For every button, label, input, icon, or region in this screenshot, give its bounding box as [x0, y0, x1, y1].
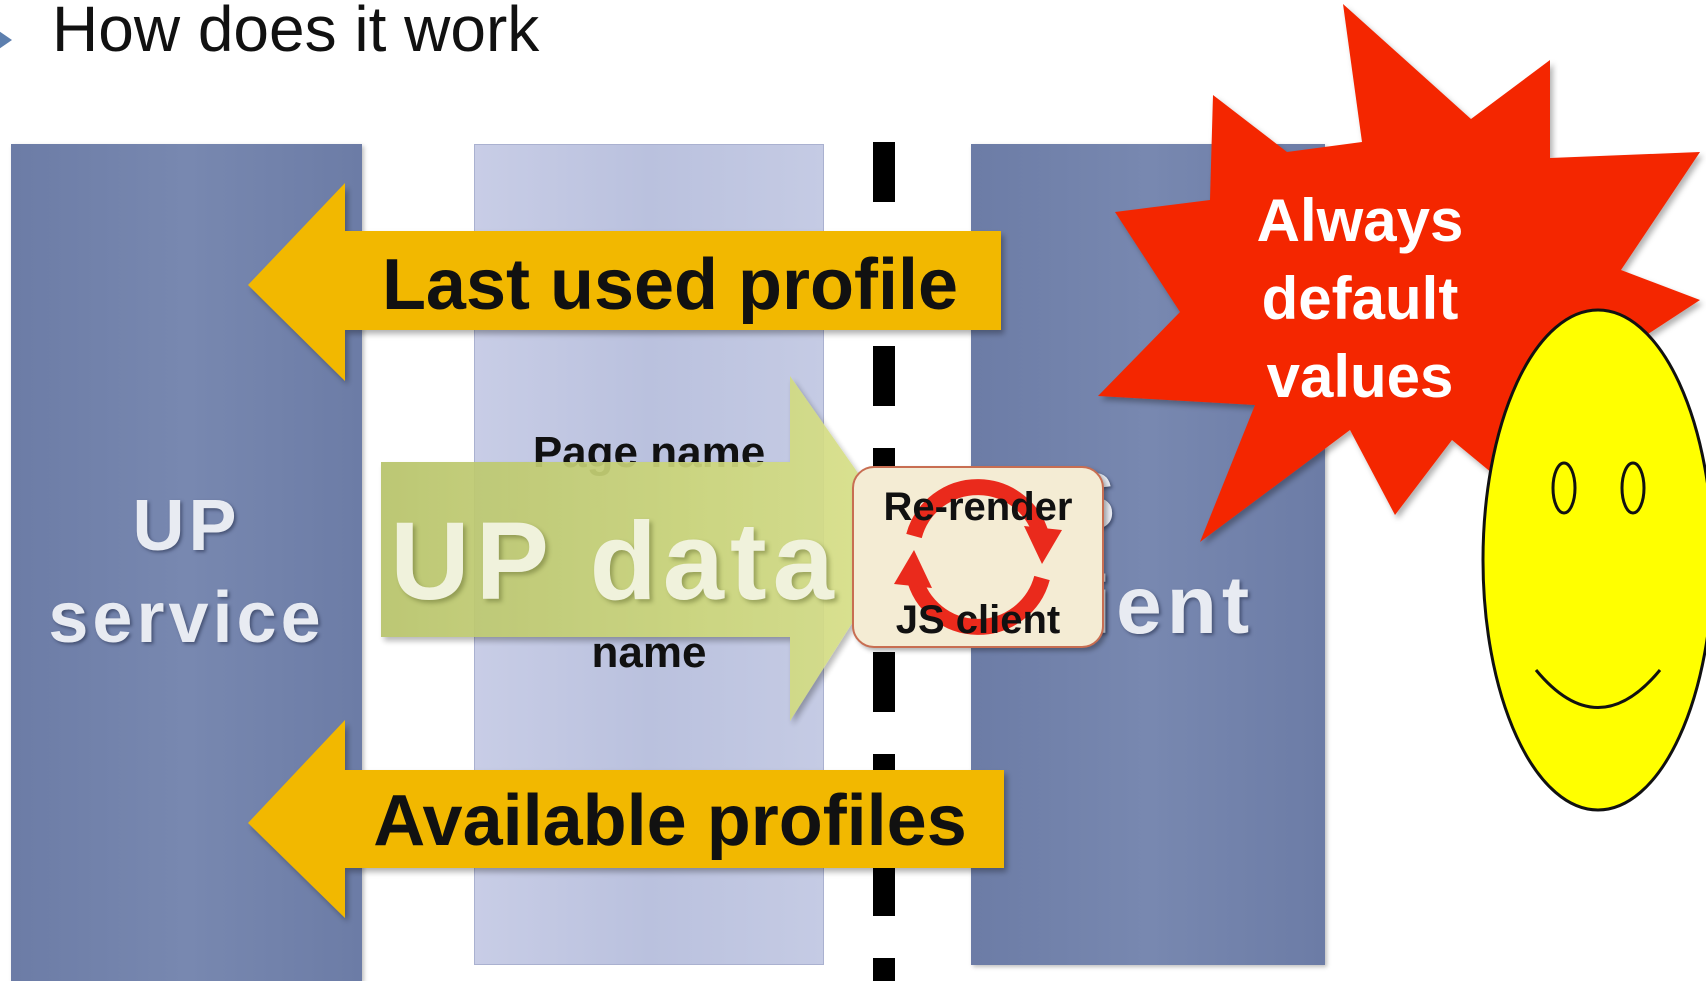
- smiley-face-icon: [1481, 308, 1706, 812]
- up-data-arrow: [381, 376, 905, 721]
- starburst-shape: [1098, 4, 1700, 542]
- available-profiles-label: Available profiles: [373, 781, 967, 861]
- rerender-js-client-label: JS client: [895, 598, 1061, 642]
- starburst-label: Always default values: [1230, 182, 1490, 416]
- last-used-profile-arrow: [248, 183, 1001, 381]
- up-service-label: UP service: [11, 480, 362, 664]
- up-service-line-1: UP: [132, 486, 241, 566]
- slide-title: How does it work: [52, 0, 540, 65]
- up-data-label: UP data: [390, 500, 840, 623]
- rerender-box: [852, 466, 1104, 648]
- rerender-label: Re-render: [883, 485, 1073, 529]
- triangle-bullet-icon: [0, 22, 12, 58]
- starburst-line-2: default: [1261, 265, 1459, 332]
- available-profiles-arrow: [248, 720, 1004, 918]
- last-used-profile-label: Last used profile: [381, 245, 959, 325]
- up-service-line-2: service: [48, 578, 325, 658]
- starburst-line-1: Always: [1256, 187, 1464, 254]
- starburst-line-3: values: [1266, 343, 1454, 410]
- refresh-cycle-icon: [894, 479, 1062, 635]
